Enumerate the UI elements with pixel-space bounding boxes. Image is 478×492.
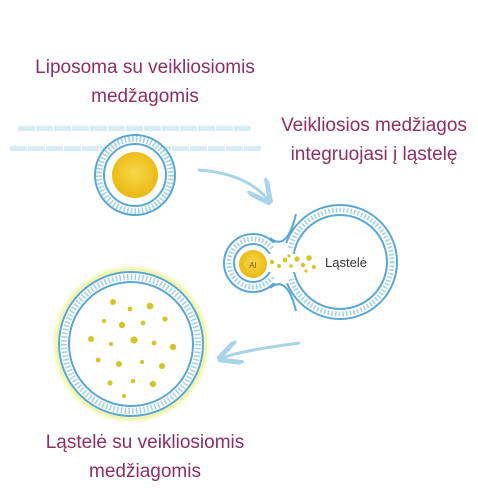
result-caption-line2: medžiagomis [89,461,201,482]
integration-caption: Veikliosios medžiagos integruojasi į ląs… [264,111,478,169]
liposome-caption-line1: Liposoma su veikliosiomis [35,57,255,78]
result-caption-line1: Ląstelė su veikliosiomis [45,432,245,453]
arrow-to-cell-icon [197,168,268,200]
liposome-caption: Liposoma su veikliosiomis medžagomis [0,53,290,111]
result-cell-particles [88,299,177,398]
liposome-outer-tails [96,136,174,214]
active-agent-label: AI [249,261,257,270]
ghost-text-1: ▬▬▬▬▬▬▬▬▬▬▬▬▬ [18,116,252,135]
liposome-caption-line2: medžagomis [91,86,199,107]
fusion-illustration: AI Ląstelė [223,204,398,320]
arrow-to-result-icon [222,343,301,358]
result-cell [51,264,211,424]
liposome-core [112,152,158,198]
result-caption: Ląstelė su veikliosiomis medžiagomis [0,428,290,486]
released-particles [269,254,316,273]
cell-label: Ląstelė [325,255,367,270]
liposome [94,134,176,216]
fusion-core [239,250,267,278]
integration-caption-line2: integruojasi į ląstelę [290,144,458,165]
integration-caption-line1: Veikliosios medžiagos [281,115,467,136]
